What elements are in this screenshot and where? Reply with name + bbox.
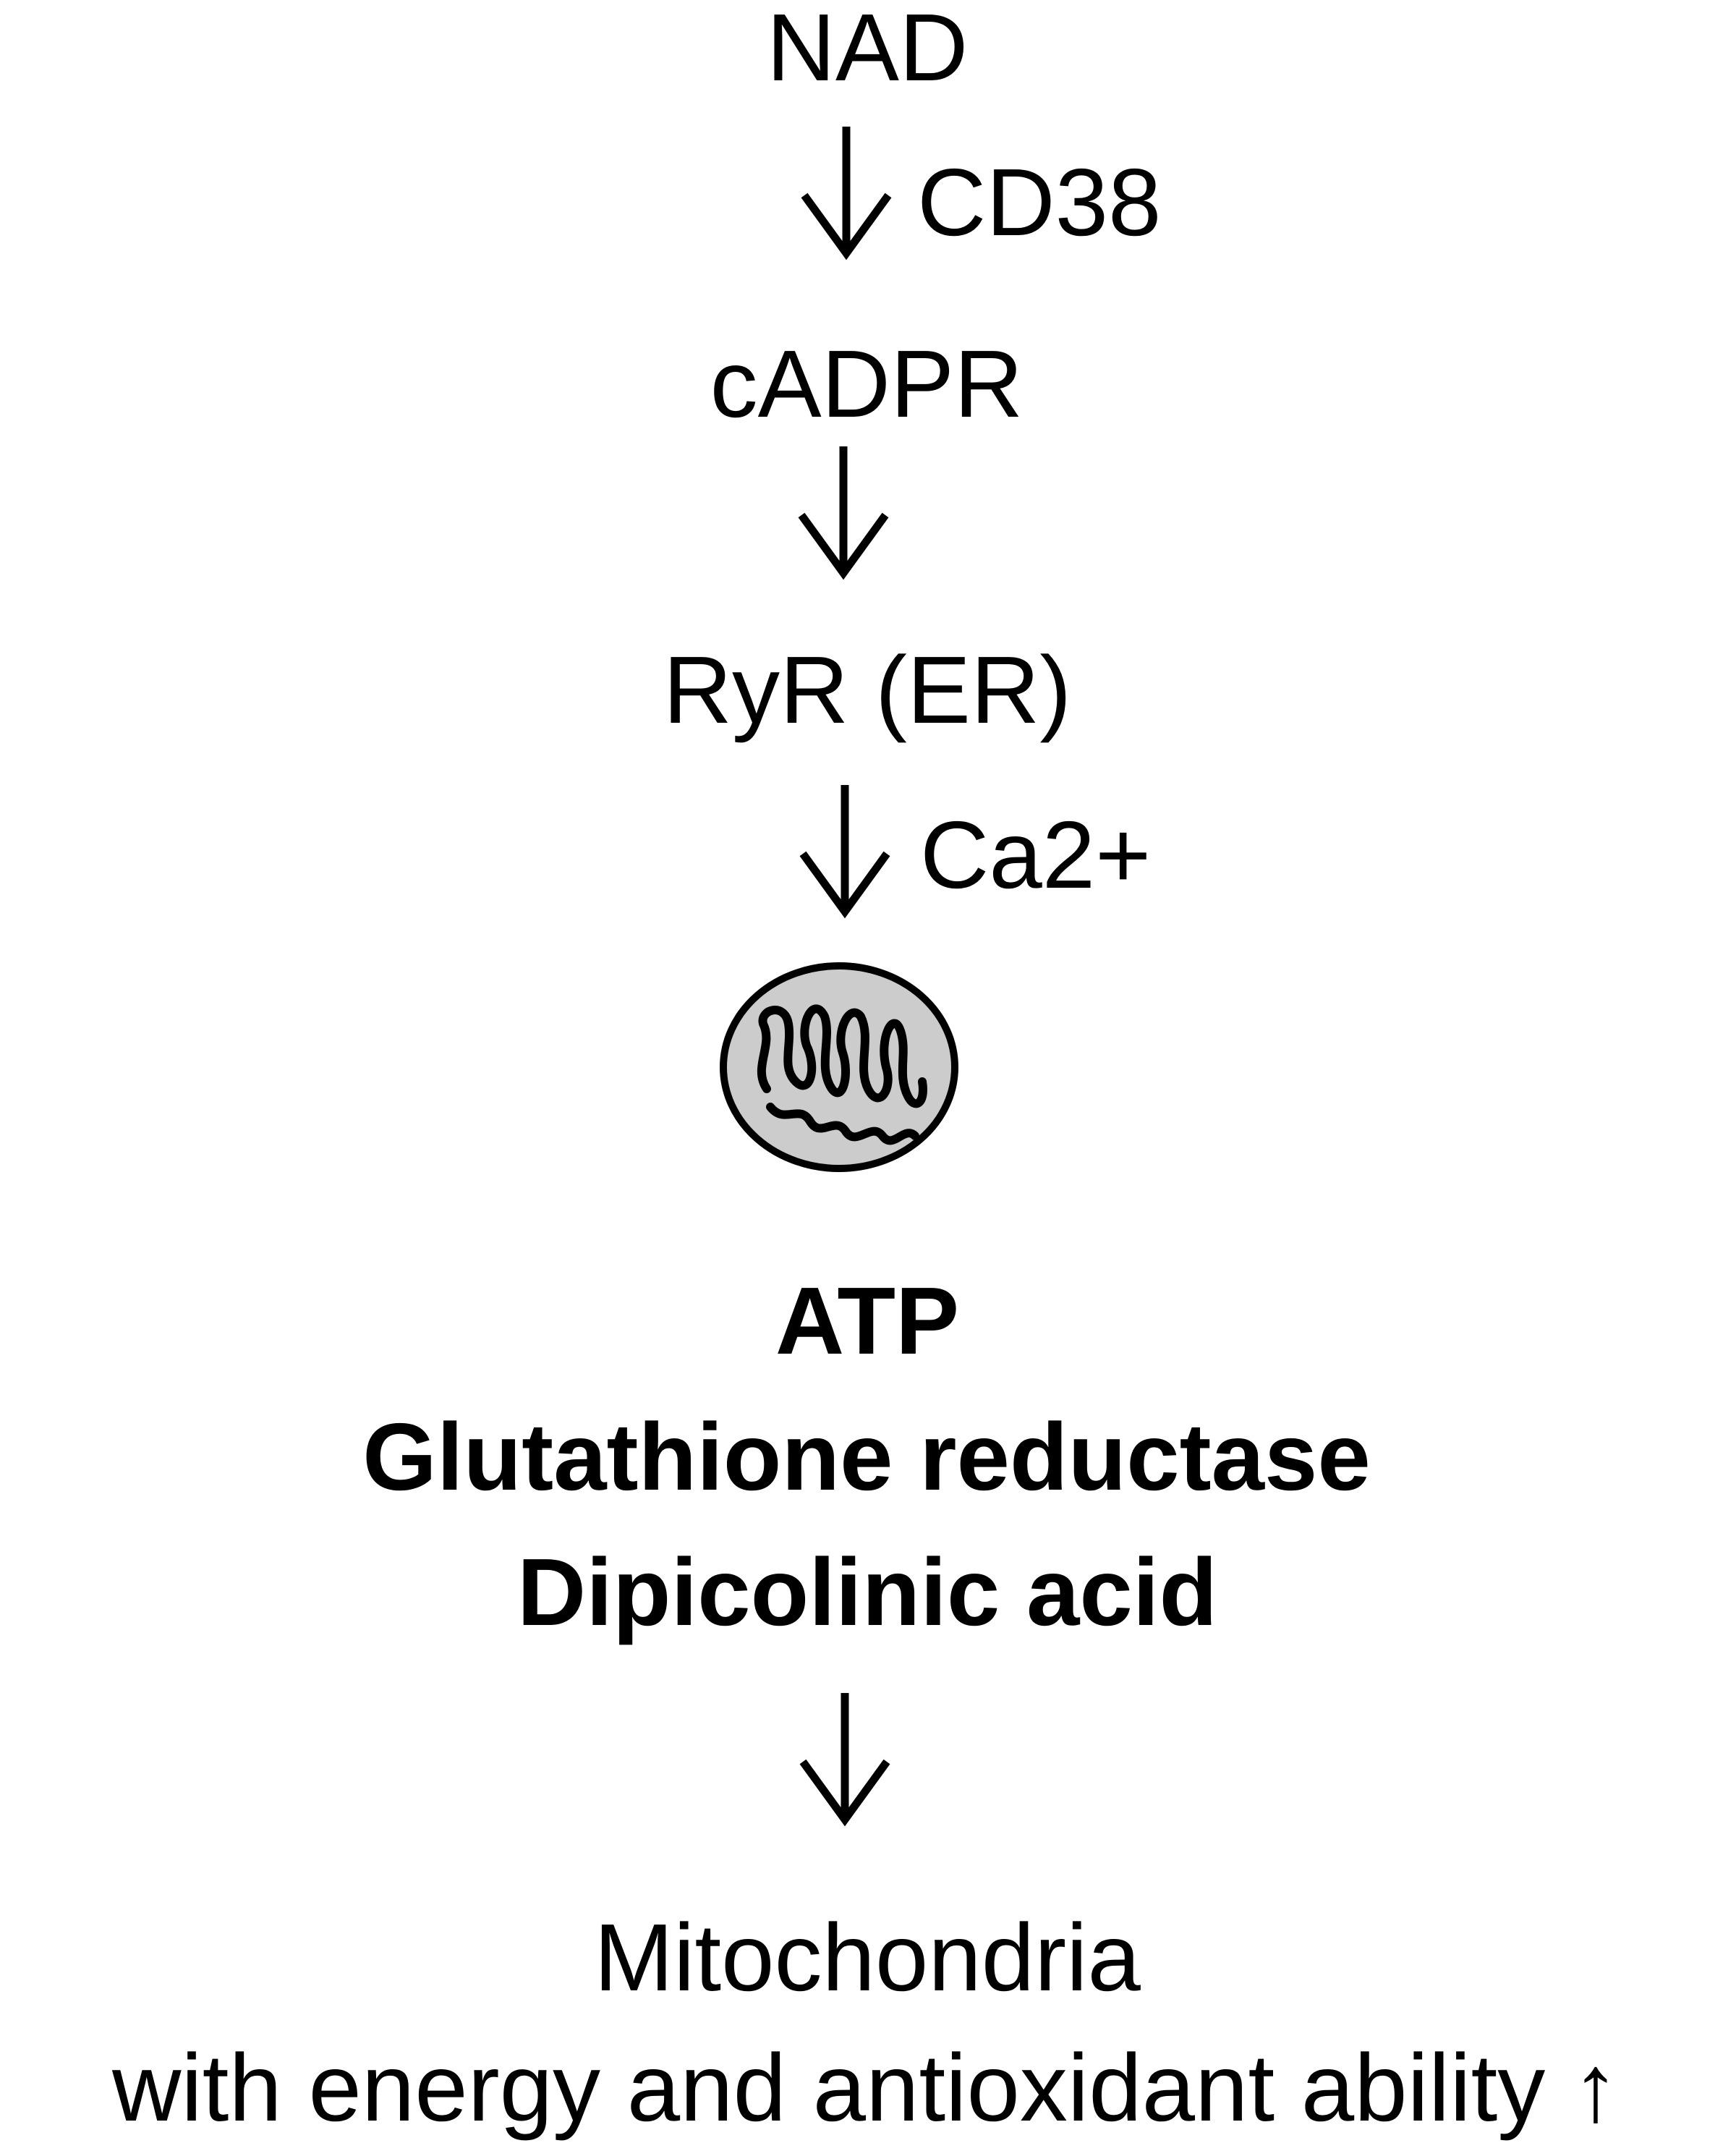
node-dipicolinic-label: Dipicolinic acid — [516, 1539, 1218, 1645]
node-nad-label: NAD — [766, 0, 969, 87]
mitochondrion-icon — [720, 962, 958, 1172]
down-arrow-icon — [801, 127, 892, 260]
node-cadpr: cADPR — [0, 336, 1736, 432]
edge-label-ca: Ca2+ — [920, 802, 1152, 908]
down-arrow-icon — [798, 446, 889, 580]
node-mitochondria-label: Mitochondria — [594, 1904, 1141, 2011]
node-nad: NAD — [0, 0, 1736, 87]
node-outcome-label: with energy and antioxidant ability ↑ — [112, 2034, 1620, 2141]
node-atp-label: ATP — [775, 1268, 960, 1374]
down-arrow-icon — [799, 785, 890, 919]
node-mitochondria: Mitochondria — [0, 1910, 1736, 2006]
node-atp: ATP — [0, 1273, 1736, 1369]
edge-label-cd38: CD38 — [917, 149, 1162, 255]
node-glutathione-reductase: Glutathione reductase — [0, 1409, 1736, 1505]
node-cadpr-label: cADPR — [710, 331, 1024, 437]
node-glutathione-label: Glutathione reductase — [362, 1404, 1371, 1510]
node-ryr-label: RyR (ER) — [663, 637, 1072, 743]
down-arrow-icon — [799, 1693, 890, 1827]
node-ryr: RyR (ER) — [0, 642, 1736, 738]
node-outcome: with energy and antioxidant ability ↑ — [0, 2040, 1736, 2136]
node-dipicolinic-acid: Dipicolinic acid — [0, 1545, 1736, 1640]
